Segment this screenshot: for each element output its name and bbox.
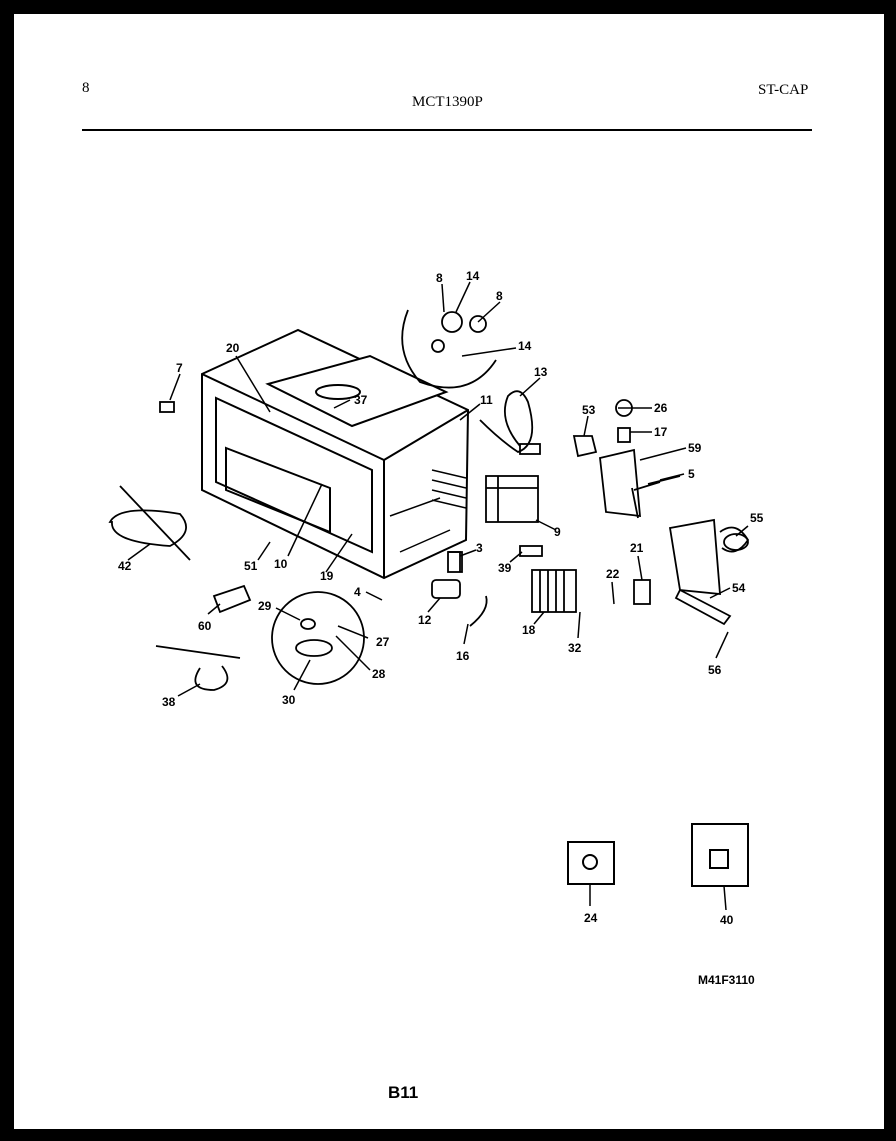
cabinet-drawing	[201, 328, 470, 580]
callout-label: 11	[480, 393, 493, 407]
inset-part-40: 40	[691, 823, 749, 927]
callout-label: 42	[118, 559, 132, 573]
callout-label: 59	[688, 441, 702, 455]
callout-label: 19	[320, 569, 334, 583]
callout-label: 21	[630, 541, 644, 555]
callout-label: 8	[436, 271, 443, 285]
callout-label: 5	[688, 467, 695, 481]
callout-label: 13	[534, 365, 548, 379]
callout-label: 18	[522, 623, 536, 637]
callout-label: 37	[354, 393, 368, 407]
page-number: 8	[82, 80, 90, 96]
model-number: MCT1390P	[412, 94, 483, 110]
page-code: B11	[388, 1083, 418, 1102]
callout-label: 10	[274, 557, 288, 571]
callout-label: 60	[198, 619, 212, 633]
drawing-number: M41F3110	[698, 973, 755, 987]
callout-label: 17	[654, 425, 668, 439]
callout-label: 32	[568, 641, 582, 655]
callout-label: 53	[582, 403, 596, 417]
callout-label: 4	[354, 585, 361, 599]
callout-label: 28	[372, 667, 386, 681]
callout-label: 29	[258, 599, 272, 613]
inset-label: 24	[584, 911, 598, 925]
callout-label: 16	[456, 649, 470, 663]
callout-labels: 8 14 8 14 13 7 20 37 11 53 26 17 59 5 9 …	[118, 269, 764, 709]
callout-label: 8	[496, 289, 503, 303]
callout-label: 22	[606, 567, 620, 581]
callout-label: 14	[466, 269, 480, 283]
callout-label: 30	[282, 693, 296, 707]
callout-label: 27	[376, 635, 390, 649]
leader-lines	[127, 281, 749, 697]
section-code: ST-CAP	[758, 82, 809, 98]
component-drawings	[108, 309, 750, 691]
callout-label: 54	[732, 581, 746, 595]
callout-label: 39	[498, 561, 512, 575]
inset-part-24: 24	[567, 841, 615, 925]
callout-label: 51	[244, 559, 258, 573]
callout-label: 26	[654, 401, 668, 415]
callout-label: 55	[750, 511, 764, 525]
callout-label: 38	[162, 695, 176, 709]
callout-label: 20	[226, 341, 240, 355]
callout-label: 12	[418, 613, 432, 627]
inset-label: 40	[720, 913, 734, 927]
callout-label: 14	[518, 339, 532, 353]
callout-label: 56	[708, 663, 722, 677]
callout-label: 3	[476, 541, 483, 555]
callout-label: 7	[176, 361, 183, 375]
callout-label: 9	[554, 525, 561, 539]
